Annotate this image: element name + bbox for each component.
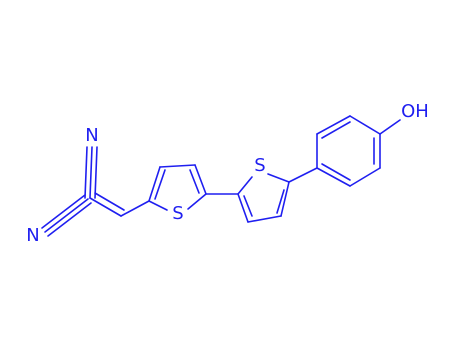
bond-tl-1 xyxy=(148,166,161,202)
nitrile-top xyxy=(84,146,98,199)
bond-nitrile-top-3 xyxy=(94,146,98,199)
bond-tr-1 xyxy=(237,176,253,195)
bond-tr-3 xyxy=(280,181,290,217)
bond-tr-4 xyxy=(247,215,282,223)
bond-ph-6 xyxy=(316,167,351,187)
bond-nitrile-bottom-2 xyxy=(41,194,86,229)
bond-vinyl-2 xyxy=(120,200,150,217)
bond-nitrile-top-2 xyxy=(84,146,88,199)
bond-tr-5-double xyxy=(243,195,253,217)
bond-tl-3-double xyxy=(189,169,200,194)
atom-sulfur-left: S xyxy=(172,203,183,224)
bond-nitrile-top-1 xyxy=(89,146,93,199)
bond-nitrile-bottom-3 xyxy=(47,202,92,237)
bond-tr-3-double xyxy=(276,189,285,214)
vinyl-linkage xyxy=(89,192,150,217)
atom-sulfur-right: S xyxy=(254,155,265,176)
bond-vinyl-1-double xyxy=(94,192,125,211)
atom-nitrogen-bottom: N xyxy=(26,225,39,246)
bond-ph-2 xyxy=(316,115,351,135)
bond-tr-5 xyxy=(237,193,249,223)
atom-nitrogen-top: N xyxy=(85,125,98,146)
phenyl-ring xyxy=(316,115,381,187)
bond-ph-2-double xyxy=(321,121,351,139)
bond-tl-2 xyxy=(159,164,196,168)
nitrile-bottom xyxy=(41,194,92,237)
bond-tl-5 xyxy=(148,200,168,211)
bond-hydroxyl xyxy=(379,119,401,135)
thiophene-right xyxy=(237,173,290,223)
bond-ph-3 xyxy=(349,115,381,135)
bond-ph-6-double xyxy=(321,163,351,181)
bond-tl-3 xyxy=(194,164,207,195)
bond-thiophene-phenyl xyxy=(288,167,318,183)
bond-tr-2 xyxy=(267,173,290,183)
bond-vinyl-1 xyxy=(89,197,122,217)
bond-tl-1-double xyxy=(154,169,166,200)
bond-tl-4 xyxy=(187,193,207,210)
bond-nitrile-bottom-1 xyxy=(44,198,89,233)
bond-ph-5 xyxy=(349,167,381,187)
atom-hydroxyl: OH xyxy=(401,101,429,122)
thiophene-left xyxy=(148,164,207,211)
